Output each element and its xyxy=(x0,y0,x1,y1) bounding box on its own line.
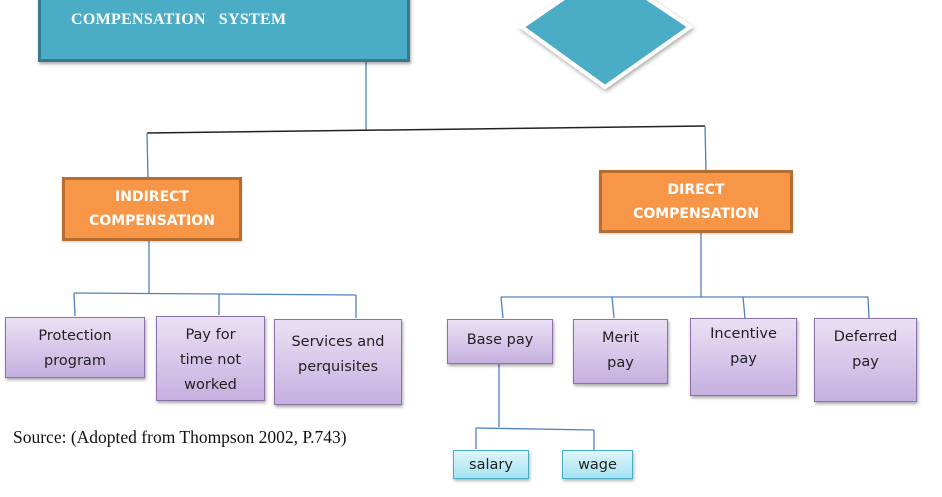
node-label-line: program xyxy=(44,353,106,369)
node-label-line: Pay for xyxy=(185,327,236,343)
connector-to-protection xyxy=(73,292,76,317)
node-label-line: Merit xyxy=(601,330,640,346)
node-label-line: time not xyxy=(179,352,242,368)
root-node-compensation-system: COMPENSATION SYSTEM xyxy=(38,0,410,62)
root-node-label: COMPENSATION SYSTEM xyxy=(71,11,287,28)
node-label: wage xyxy=(578,456,617,473)
node-label-line: Deferred xyxy=(833,329,898,345)
node-merit-pay: Merit pay xyxy=(573,319,668,384)
connector-to-basepay xyxy=(500,296,504,319)
node-wage: wage xyxy=(562,450,633,479)
node-label-line: pay xyxy=(852,354,879,370)
node-direct-compensation: DIRECT COMPENSATION xyxy=(599,170,793,233)
node-base-pay: Base pay xyxy=(447,319,553,364)
node-label-line: COMPENSATION xyxy=(89,213,215,229)
node-incentive-pay: Incentive pay xyxy=(690,318,797,396)
node-label-line: pay xyxy=(607,355,634,371)
connector-to-direct xyxy=(704,125,707,173)
node-label-line: worked xyxy=(184,377,237,393)
node-label: salary xyxy=(469,456,513,473)
node-label-line: INDIRECT xyxy=(115,189,189,205)
connector-indirect-horizontal xyxy=(73,292,357,296)
node-label-line: perquisites xyxy=(298,359,378,375)
connector-to-indirect xyxy=(146,132,149,179)
node-services-and-perquisites: Services and perquisites xyxy=(274,319,402,405)
node-protection-program: Protection program xyxy=(5,317,145,378)
node-label-line: Services and xyxy=(291,334,385,350)
node-label-line: COMPENSATION xyxy=(633,205,759,222)
node-pay-for-time-not-worked: Pay for time not worked xyxy=(156,316,265,401)
node-indirect-compensation: INDIRECT COMPENSATION xyxy=(62,177,242,241)
connector-main-horizontal xyxy=(146,125,706,134)
diamond-shape xyxy=(518,0,694,90)
connector-to-merit xyxy=(611,296,615,319)
node-label-line: Incentive xyxy=(710,326,777,342)
connector-basepay-horizontal xyxy=(475,427,595,431)
node-label-line: pay xyxy=(730,351,757,367)
diamond-decoration xyxy=(518,0,694,90)
connector-to-incentive xyxy=(742,296,746,319)
connector-to-deferred xyxy=(867,296,870,319)
node-salary: salary xyxy=(453,450,529,479)
node-label-line: DIRECT xyxy=(667,181,725,198)
source-citation: Source: (Adopted from Thompson 2002, P.7… xyxy=(13,427,347,447)
node-label-line: Base pay xyxy=(466,332,534,348)
node-deferred-pay: Deferred pay xyxy=(814,318,917,402)
node-label-line: Protection xyxy=(38,328,112,344)
